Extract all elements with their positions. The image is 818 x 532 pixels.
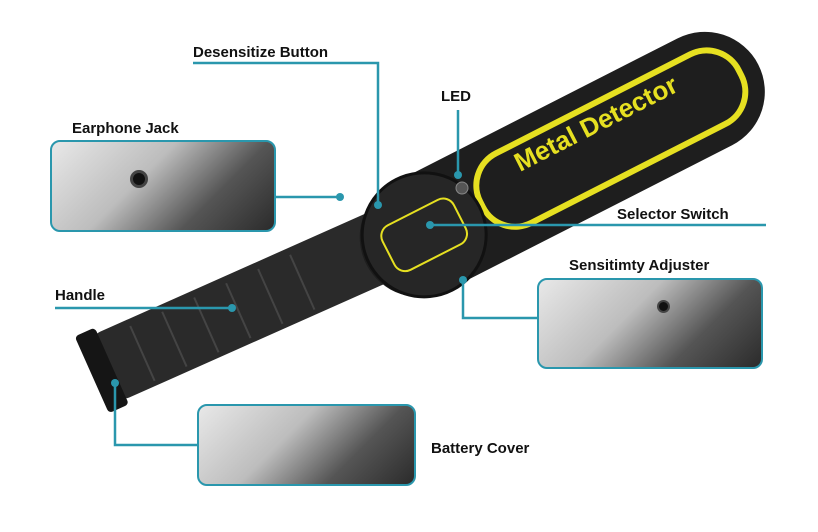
callout-selector-switch: Selector Switch (617, 206, 729, 223)
sensitivity-adjuster-inset (537, 278, 763, 369)
leader-lines (55, 61, 766, 447)
detector-head (359, 31, 765, 299)
callout-desensitize-button: Desensitize Button (193, 44, 329, 61)
earphone-jack-icon (130, 170, 148, 188)
callout-earphone-jack: Earphone Jack (72, 120, 179, 137)
adjuster-icon (657, 300, 670, 313)
battery-cover-inset (197, 404, 416, 486)
led-icon (455, 181, 469, 195)
callout-battery-cover: Battery Cover (431, 440, 530, 457)
callout-handle: Handle (55, 287, 106, 304)
earphone-jack-inset (50, 140, 276, 232)
callout-led: LED (441, 88, 471, 105)
callout-sensitivity-adjuster: Sensitimty Adjuster (569, 257, 710, 274)
leader-dots (111, 171, 467, 387)
